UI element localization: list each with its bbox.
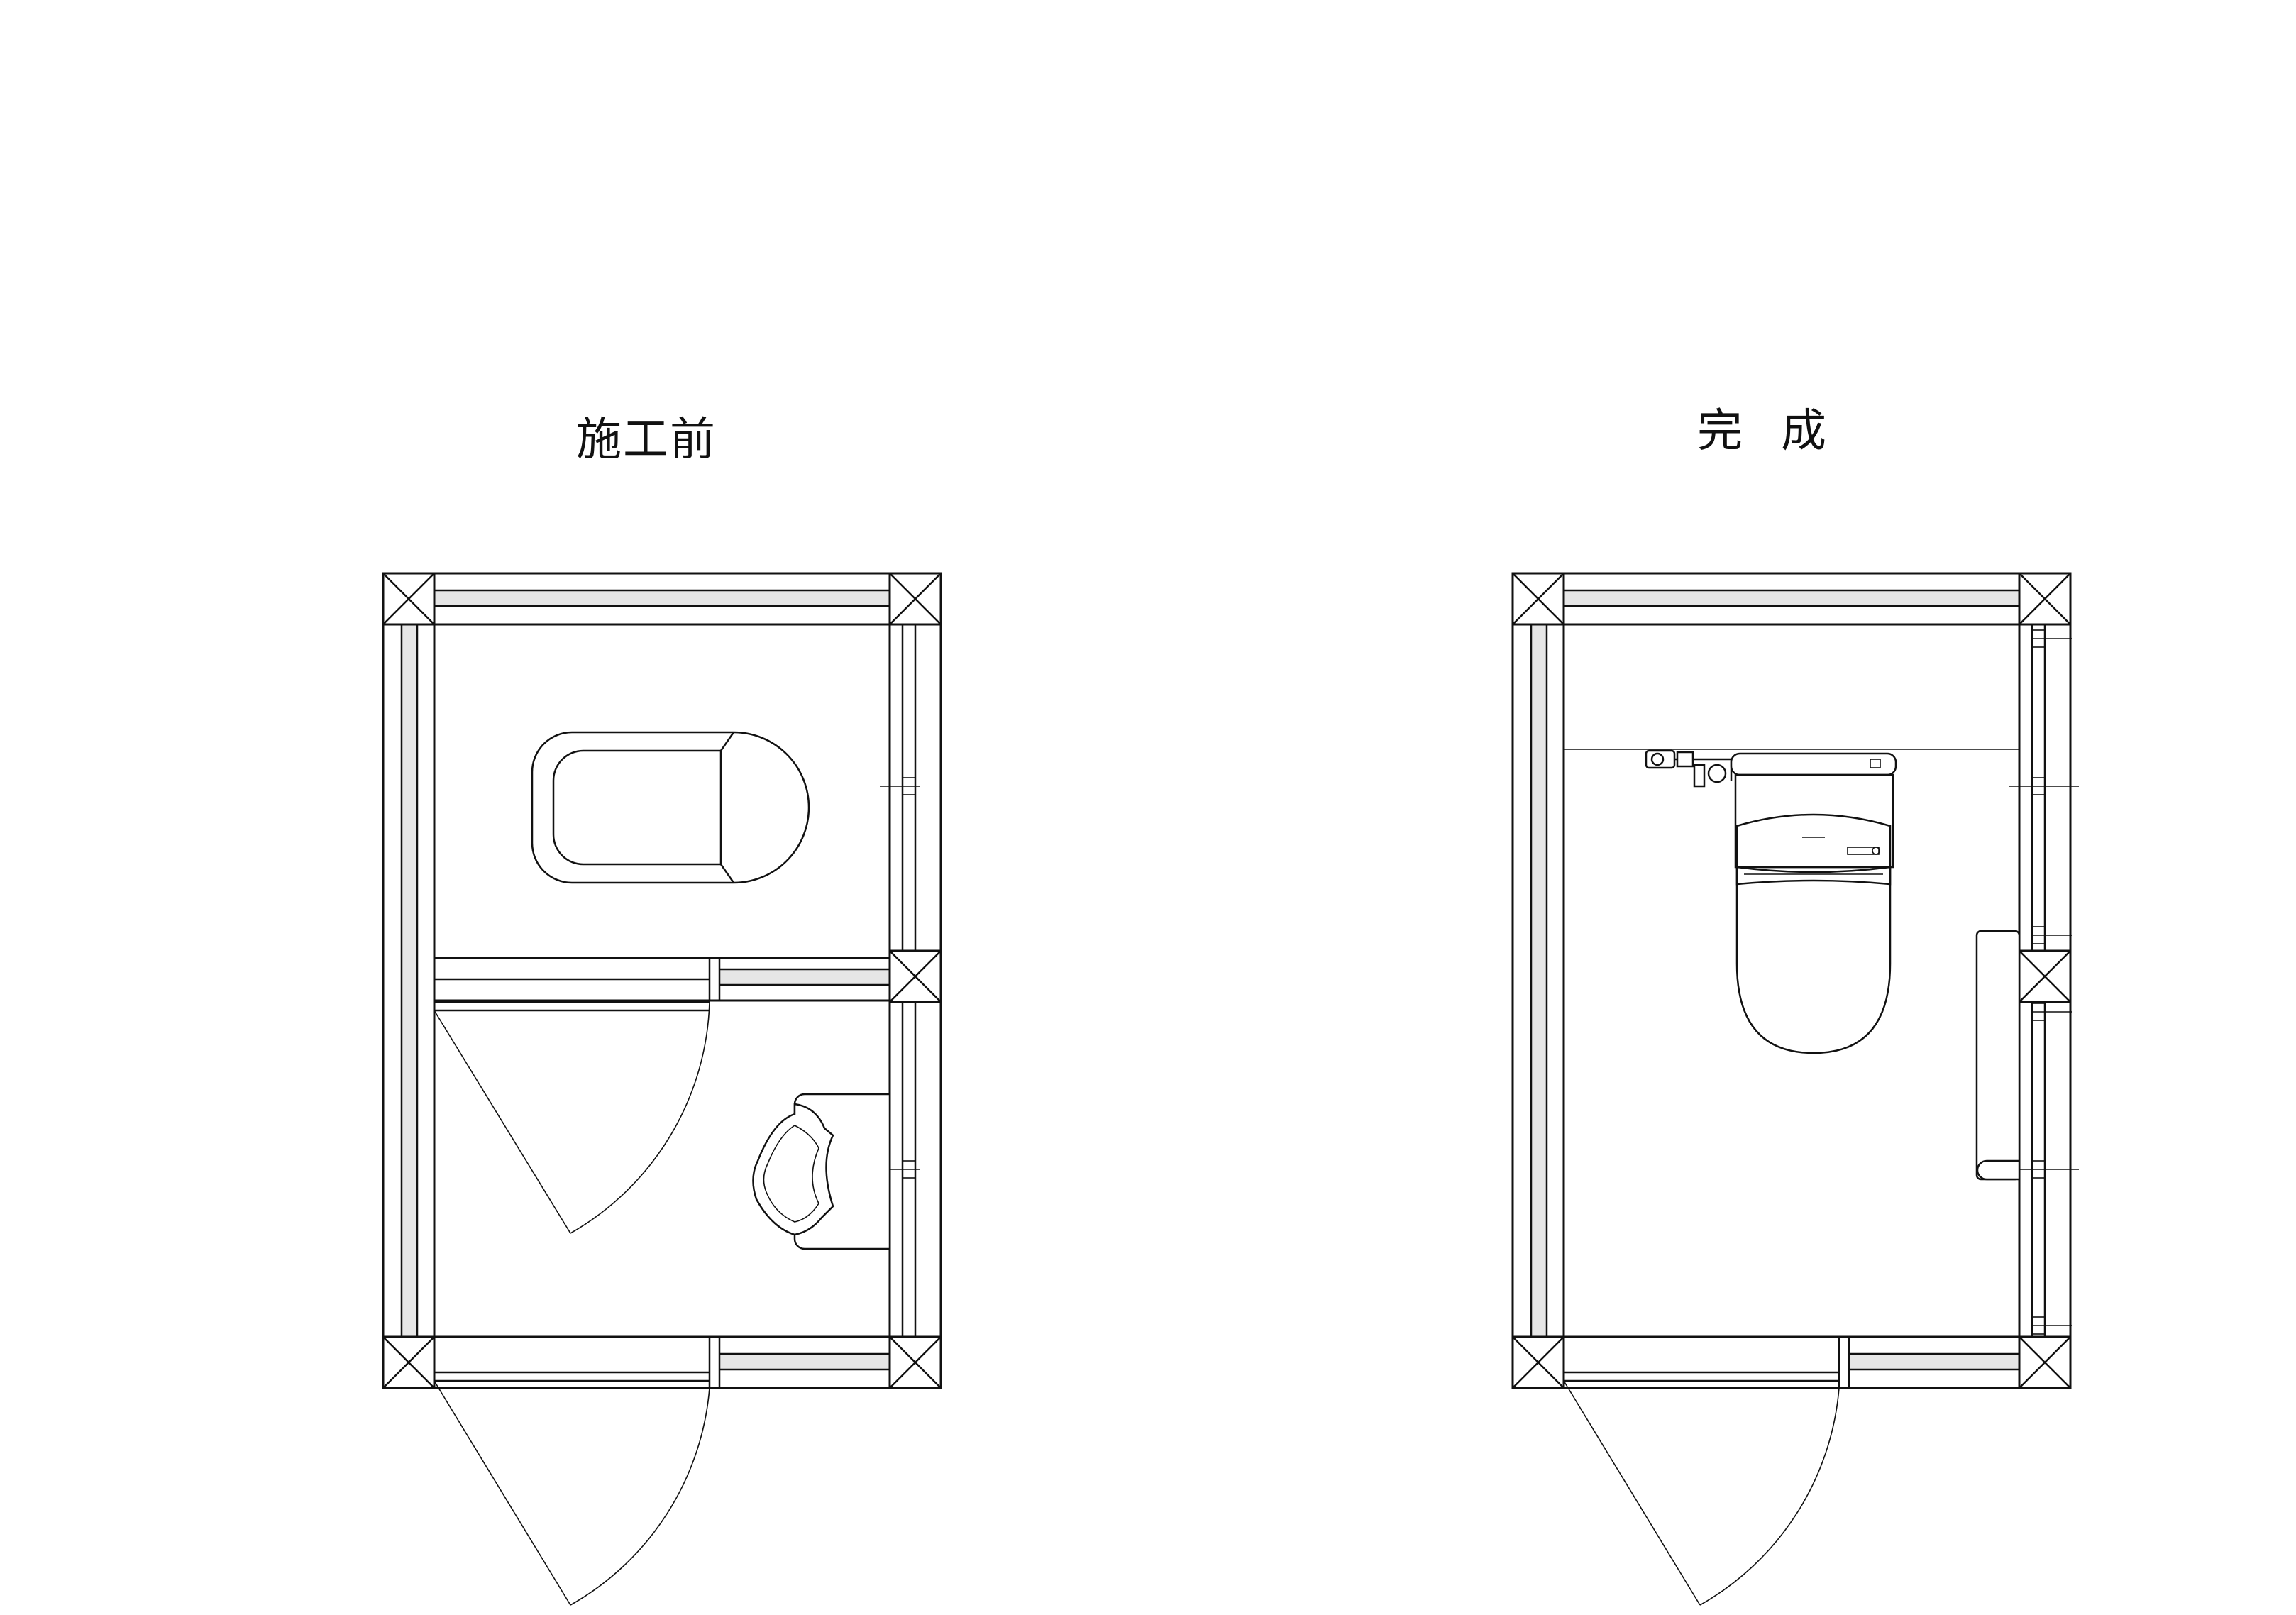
urinal-icon (752, 1093, 891, 1250)
column-icon (382, 572, 942, 1389)
door-entry-after-icon (1563, 1380, 1840, 1606)
floor-plan-after (1511, 572, 2079, 1606)
grab-bar-icon (1975, 930, 2021, 1181)
door-entry-before-icon (434, 1380, 710, 1606)
column-icon (1511, 572, 2072, 1389)
door-inner-icon (434, 1001, 710, 1234)
tankless-toilet-icon (1730, 752, 1897, 1054)
plan-title-before: 施工前 (576, 414, 717, 466)
water-valve-icon (1645, 749, 1733, 788)
floor-plan-before (382, 572, 942, 1606)
floor-toilet-icon (531, 731, 810, 884)
wall-bracket-icon (2009, 629, 2079, 1335)
plan-title-after: 完成 (1697, 405, 1865, 458)
walls-before (382, 572, 942, 1389)
